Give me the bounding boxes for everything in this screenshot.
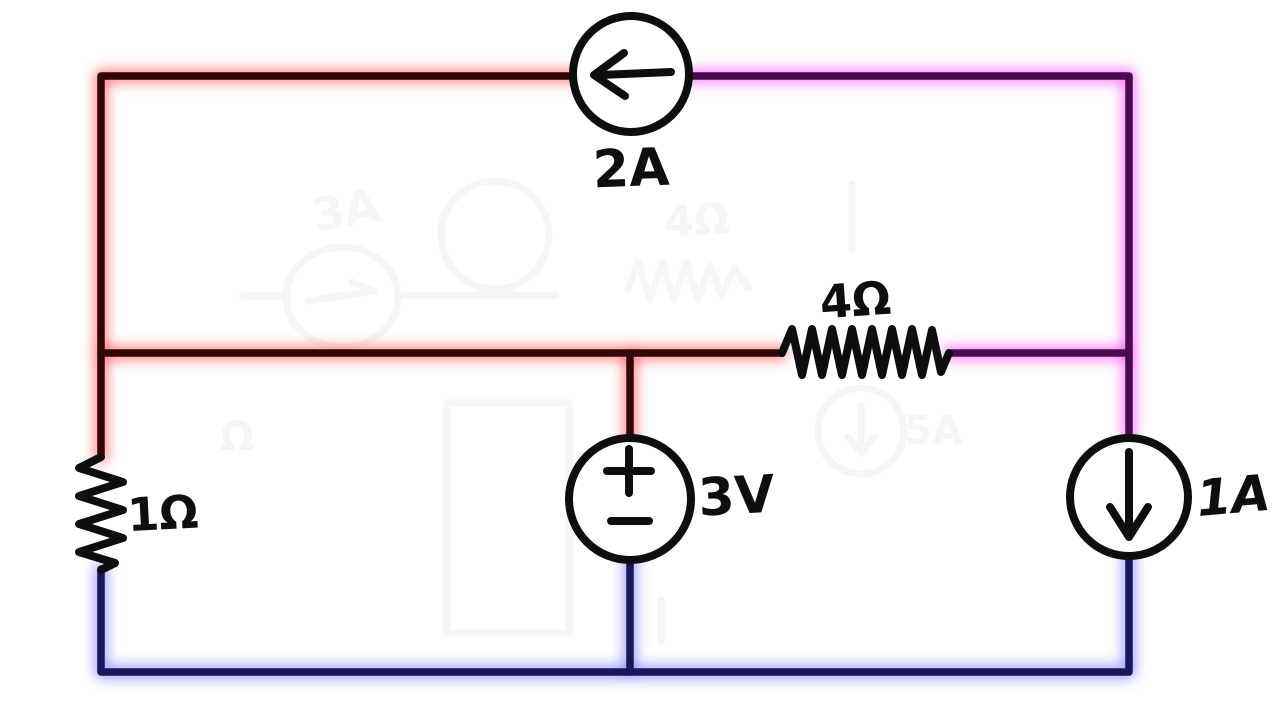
voltage-source-3v-label: 3V (697, 465, 776, 529)
resistor-4ohm-label: 4Ω (818, 271, 893, 330)
plus-icon (603, 445, 655, 497)
resistor-1ohm-label: 1Ω (126, 485, 200, 543)
wire-top-left (97, 72, 578, 461)
ghost-arrow-down-icon (844, 401, 878, 457)
wire-glow-bottom (94, 550, 1136, 679)
ghost-label-ohm: Ω (220, 414, 254, 460)
arrow-down-icon (1106, 448, 1152, 541)
current-source-1a: 1A (1066, 434, 1272, 560)
ghost-arrow-left-icon (304, 278, 378, 305)
ghost-label-4ohm: 4Ω (663, 193, 731, 246)
ghost-current-source-icon (814, 384, 908, 478)
resistor-zigzag-icon (75, 453, 127, 574)
voltage-source-circle-icon (565, 434, 695, 564)
wire-glow-top-right (684, 69, 1136, 445)
voltage-source-3v: 3V (565, 434, 776, 564)
wire-bottom (97, 553, 1133, 676)
current-source-1a-label: 1A (1194, 464, 1272, 528)
current-source-2a: 2A (569, 12, 693, 201)
wire-top-right (687, 72, 1133, 442)
current-source-2a-label: 2A (592, 138, 670, 201)
ghost-rectangle (443, 399, 573, 637)
arrow-left-icon (590, 49, 675, 100)
resistor-1ohm: 1Ω (75, 453, 200, 574)
ghost-label-3a: 3A (308, 178, 384, 243)
resistor-zigzag-icon (778, 325, 953, 379)
resistor-4ohm: 4Ω (778, 271, 953, 379)
ghost-label-5a: 5A (904, 408, 963, 454)
ghost-resistor-icon (624, 258, 752, 304)
wire-cores (97, 72, 1133, 676)
ghost-sketch: 3A 4Ω Ω 5A (220, 177, 963, 646)
ghost-circle-icon (437, 177, 553, 293)
